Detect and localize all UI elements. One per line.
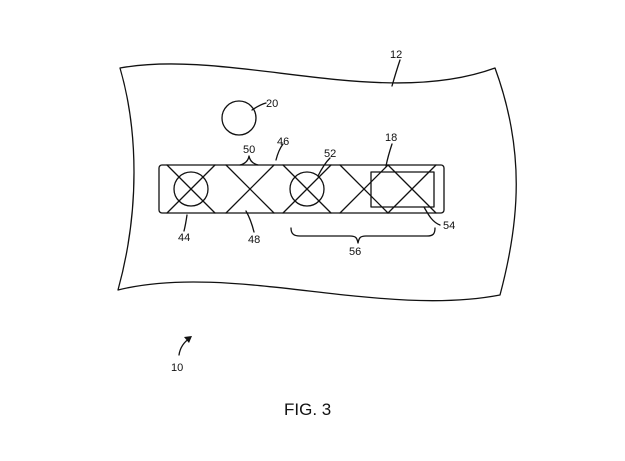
leader-18 [385,143,393,167]
cross-2 [225,164,275,214]
label-50: 50 [243,144,255,156]
cross-1 [166,164,216,214]
label-18: 18 [385,132,397,144]
leader-20 [251,102,267,111]
sheet-outline [117,63,517,302]
label-20: 20 [266,98,278,110]
cross-5 [387,164,437,214]
figure-caption: FIG. 3 [284,400,331,419]
circle-44 [173,171,209,207]
leader-54 [423,206,441,226]
box-18 [370,171,435,208]
leader-52 [317,157,331,177]
leader-12 [391,59,401,87]
cross-4 [339,164,389,214]
label-52: 52 [324,148,336,160]
brace-56 [290,227,436,244]
label-54: 54 [443,220,455,232]
circle-52 [289,171,325,207]
arrow-10-head [184,336,192,343]
label-10: 10 [171,362,183,374]
label-12: 12 [390,49,402,61]
strip-46 [158,164,445,214]
label-44: 44 [178,232,190,244]
label-48: 48 [248,234,260,246]
label-56: 56 [349,246,361,258]
brace-50 [239,155,259,166]
cross-pattern [166,164,437,214]
label-46: 46 [277,136,289,148]
circle-20 [221,100,257,136]
leader-46 [275,143,284,161]
leader-44 [183,214,188,232]
leader-48 [245,210,255,233]
cross-3 [282,164,332,214]
